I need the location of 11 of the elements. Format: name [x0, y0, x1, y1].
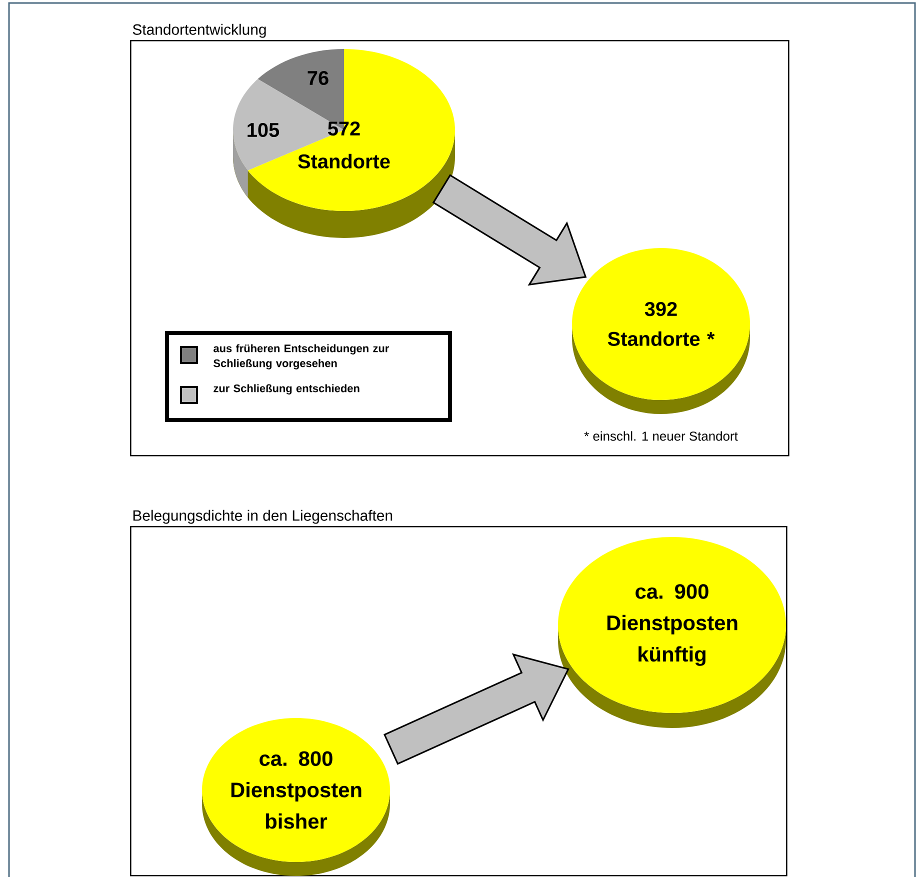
- footnote: * einschl. 1 neuer Standort: [584, 431, 738, 441]
- legend-text: aus früheren Entscheidungen zur Schließung vorgesehen: [214, 344, 389, 370]
- disc: ca. 800 Dienstposten bisher: [202, 718, 390, 876]
- block-arrow: [384, 653, 570, 765]
- disc: 392 Standorte *: [572, 248, 750, 414]
- node-label: Belegungsdichte in den Liegenschaften: [133, 510, 392, 524]
- slice-label: 105: [248, 122, 280, 138]
- node-label: Standortentwicklung: [132, 24, 266, 38]
- slice-label: 76: [308, 70, 328, 86]
- legend-text: zur Schließung entschieden: [214, 384, 360, 394]
- disc: ca. 900 Dienstposten künftig: [558, 536, 786, 728]
